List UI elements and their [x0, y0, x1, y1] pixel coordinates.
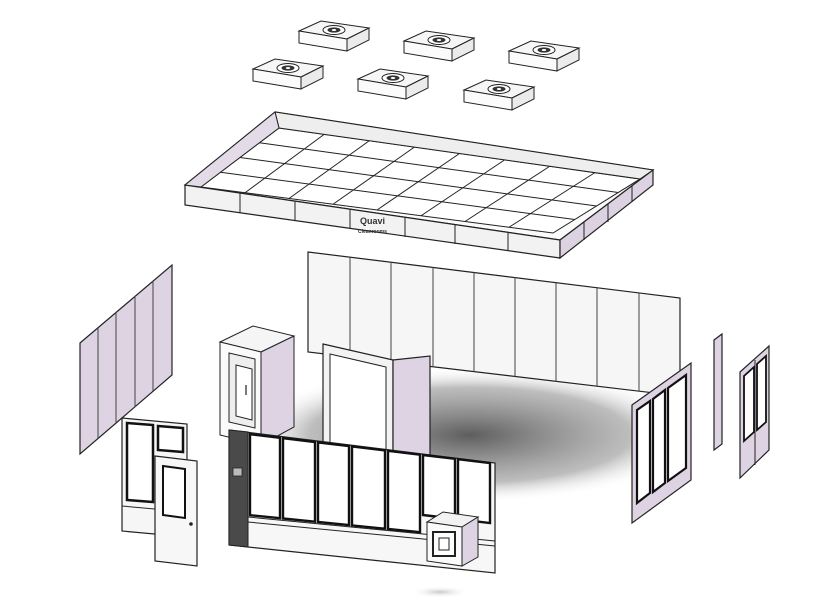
entry-door	[154, 455, 198, 567]
window-pane	[281, 436, 317, 524]
fan-filter-unit	[402, 30, 476, 62]
fan-filter-units	[251, 20, 581, 111]
right-wall	[631, 361, 692, 525]
logo-line1: Quavi	[360, 216, 385, 226]
left-wall-panels	[79, 263, 173, 456]
window-pane	[386, 449, 422, 534]
fan-filter-unit	[251, 58, 325, 90]
window-pane	[248, 432, 282, 520]
fan-filter-unit	[507, 40, 581, 72]
pass-through-cabinet	[218, 325, 296, 446]
grid-line	[239, 157, 597, 207]
fan-filter-unit	[462, 79, 536, 111]
fan-filter-unit	[297, 20, 371, 52]
window-pane	[316, 441, 351, 527]
window-pane	[456, 457, 492, 525]
double-door	[739, 344, 770, 480]
window-pane	[350, 445, 387, 531]
grid-line	[220, 171, 575, 220]
pass-box	[425, 511, 480, 567]
filler-panel	[713, 332, 723, 452]
fan-filter-unit	[356, 68, 430, 100]
card-reader-icon	[232, 467, 243, 477]
grid-line	[259, 142, 619, 193]
door-handle-icon	[189, 522, 193, 526]
ceiling-grid: Quavi Cleanrooms	[183, 111, 655, 260]
window-pane	[421, 453, 457, 521]
door-shadow	[410, 586, 470, 598]
brand-logo: Quavi Cleanrooms	[358, 216, 387, 235]
logo-line2: Cleanrooms	[358, 229, 387, 235]
